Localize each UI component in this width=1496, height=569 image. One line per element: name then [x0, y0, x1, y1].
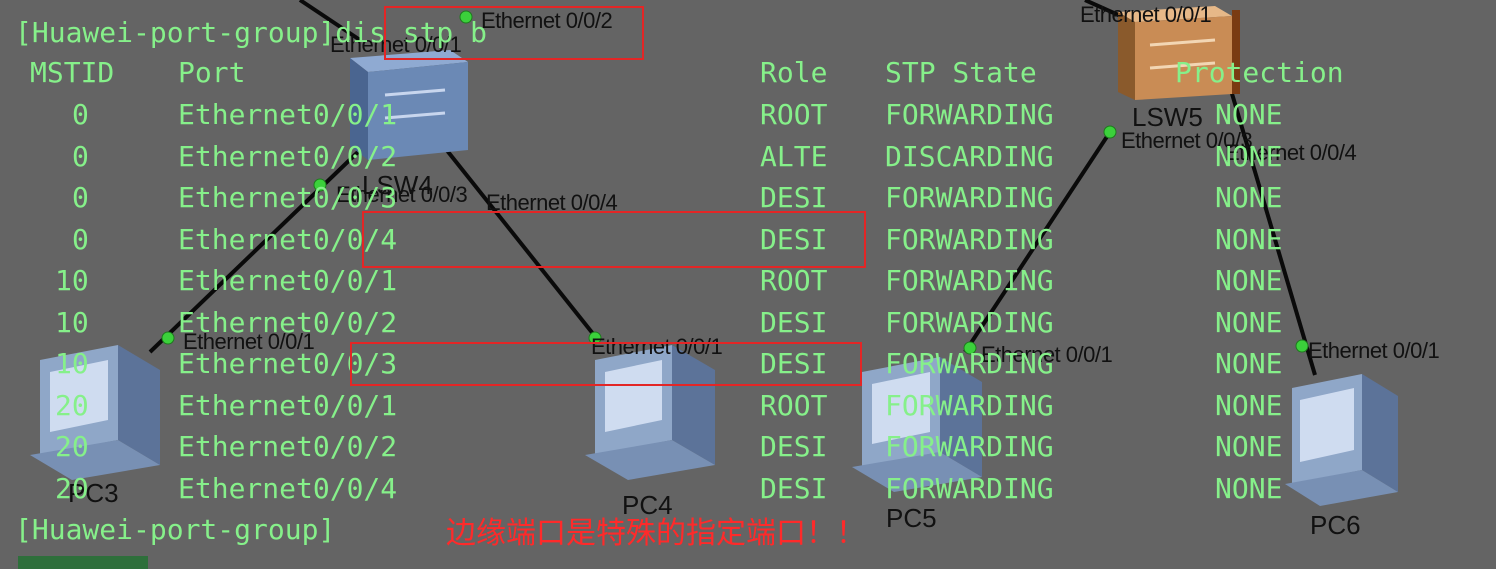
port-dot [459, 10, 473, 24]
port-dot [161, 331, 175, 345]
port-label: Ethernet 0/0/1 [1308, 338, 1440, 363]
port-dot [963, 341, 977, 355]
device-label-pc4: PC4 [622, 490, 673, 520]
port-label: Ethernet 0/0/1 [330, 32, 462, 57]
port-dot [1295, 339, 1309, 353]
port-label: Ethernet 0/0/1 [981, 342, 1113, 367]
link-lsw5-pc5 [963, 130, 1112, 354]
highlight-box-row-10-0-3 [350, 342, 862, 386]
link-lsw4-pc4 [443, 146, 600, 342]
port-label: Ethernet 0/0/2 [481, 8, 613, 33]
port-dot [313, 178, 327, 192]
pc5-icon[interactable] [852, 357, 982, 492]
pc4-icon[interactable] [585, 345, 715, 480]
annotation-text: 边缘端口是特殊的指定端口！！ [446, 516, 866, 551]
device-label-pc3: PC3 [68, 478, 119, 508]
device-label-lsw5: LSW5 [1132, 102, 1203, 132]
link-top-lsw4 [298, 0, 362, 42]
port-label: Ethernet 0/0/1 [183, 329, 315, 354]
port-label: Ethernet 0/0/1 [591, 334, 723, 359]
device-label-pc6: PC6 [1310, 510, 1361, 540]
highlight-box-command [384, 6, 644, 60]
port-label: Ethernet 0/0/1 [1080, 2, 1212, 27]
pc6-icon[interactable] [1285, 374, 1398, 506]
terminal-cursor [18, 556, 148, 569]
device-label-lsw4: LSW4 [362, 170, 433, 200]
pc3-icon[interactable] [30, 345, 160, 480]
switch-lsw5-icon[interactable] [1118, 6, 1240, 100]
port-label: Ethernet 0/0/3 [1121, 128, 1253, 153]
link-lsw4-pc3 [148, 148, 362, 354]
port-dot [1103, 125, 1117, 139]
port-label: Ethernet 0/0/3 [336, 182, 468, 207]
port-dot [588, 331, 602, 345]
device-label-pc5: PC5 [886, 503, 937, 533]
switch-lsw4-icon[interactable] [350, 50, 468, 160]
highlight-box-row-0-0-4 [362, 211, 866, 268]
port-label: Ethernet 0/0/4 [486, 190, 618, 215]
port-label: Ethernet 0/0/4 [1225, 140, 1357, 165]
link-lsw5-pc6 [1223, 69, 1317, 376]
